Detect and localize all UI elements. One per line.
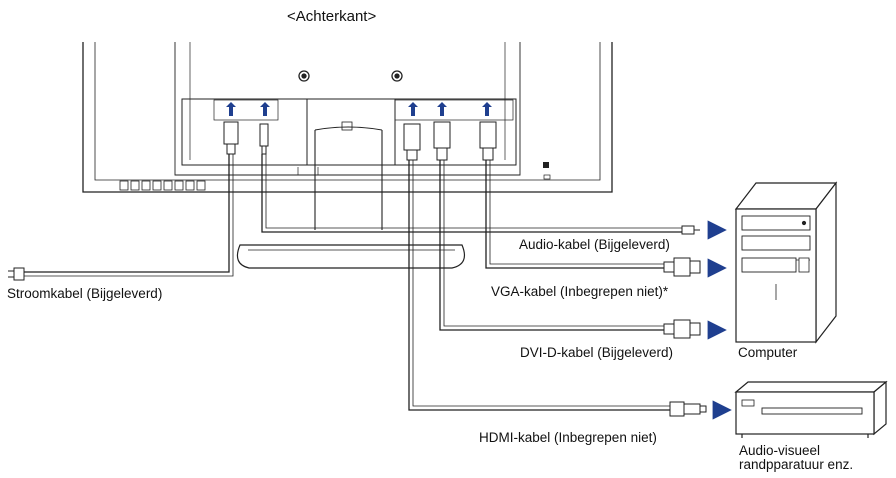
av-device-label-line1: Audio-visueel [739,443,821,458]
hdmi-cable-line [408,160,672,411]
hdmi-cable-label: HDMI-kabel (Inbegrepen niet) [479,430,657,445]
av-device-label-line2: randpparatuur enz. [739,457,854,472]
dvi-cable-line [439,160,665,331]
monitor-plugs [223,121,497,161]
audio-cable-line [261,154,684,233]
vent-slots [119,180,206,191]
computer-label: Computer [738,345,798,360]
cables [22,154,684,411]
computer-tower [734,181,838,344]
vga-plug [663,257,701,277]
power-plug [8,267,25,281]
vesa-screw-left [298,70,310,82]
port-arrows [226,102,492,116]
vga-cable-label: VGA-kabel (Inbegrepen niet)* [491,284,669,299]
vga-cable-line [485,160,665,269]
dvi-plug [663,319,701,339]
vesa-screw-right [391,70,403,82]
power-cable-line [22,154,230,273]
audio-cable-label: Audio-kabel (Bijgeleverd) [519,237,670,252]
audio-plug [681,225,700,235]
hdmi-plug [669,401,707,417]
av-device [734,380,888,438]
power-cable-label: Stroomkabel (Bijgeleverd) [7,286,163,301]
direction-arrows [707,220,732,420]
dvi-cable-label: DVI-D-kabel (Bijgeleverd) [520,345,674,360]
monitor-back [82,42,613,269]
av-device-label: Audio-visueel randpparatuur enz. [739,444,853,472]
diagram-title: <Achterkant> [287,8,377,25]
